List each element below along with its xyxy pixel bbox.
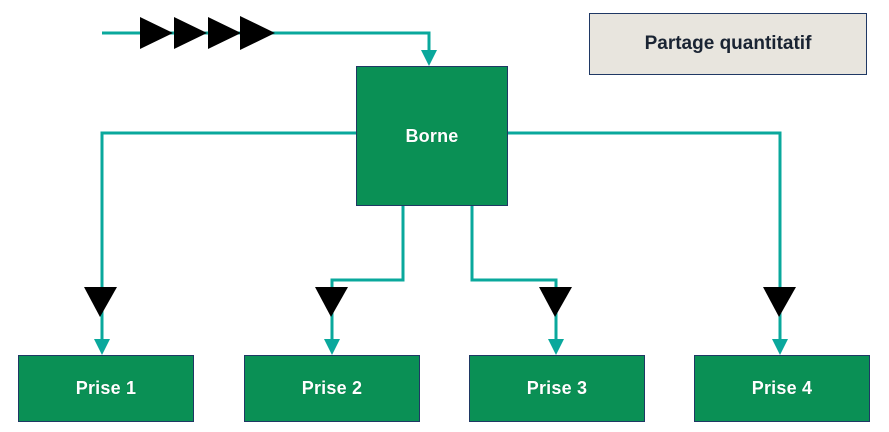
node-borne-label: Borne [405,125,459,146]
feed-arrowhead-icon [421,50,437,66]
legend-title-box: Partage quantitatif [589,13,867,75]
branch-wire-prise-4 [508,131,796,355]
node-borne[interactable]: Borne [356,66,508,206]
node-prise-4-label: Prise 4 [751,378,813,398]
node-prise-3-label: Prise 3 [526,378,588,398]
right-triangle-arrow-icon-2 [174,17,207,49]
prise-2-arrowhead-icon [324,339,340,355]
node-prise-1-label: Prise 1 [75,378,137,398]
right-triangle-arrow-icon-4 [240,16,275,50]
down-triangle-arrow-icon-2 [315,287,348,317]
node-prise-4[interactable]: Prise 4 [694,355,870,422]
prise-1-arrowhead-icon [94,339,110,355]
down-triangle-arrow-icon-3 [539,287,572,317]
prise-3-arrowhead-icon [548,339,564,355]
legend-title-label: Partage quantitatif [644,33,812,54]
feed-direction-arrows [140,16,275,50]
branch-wire-prise-2 [315,206,405,355]
branch-wire-prise-1 [84,131,356,355]
down-triangle-arrow-icon-4 [763,287,796,317]
branch-wire-prise-3 [470,206,572,355]
prise-4-arrowhead-icon [772,339,788,355]
node-prise-1[interactable]: Prise 1 [18,355,194,422]
right-triangle-arrow-icon-1 [140,17,173,49]
node-prise-3[interactable]: Prise 3 [469,355,645,422]
node-prise-2[interactable]: Prise 2 [244,355,420,422]
right-triangle-arrow-icon-3 [208,17,241,49]
node-prise-2-label: Prise 2 [301,378,363,398]
down-triangle-arrow-icon-1 [84,287,117,317]
